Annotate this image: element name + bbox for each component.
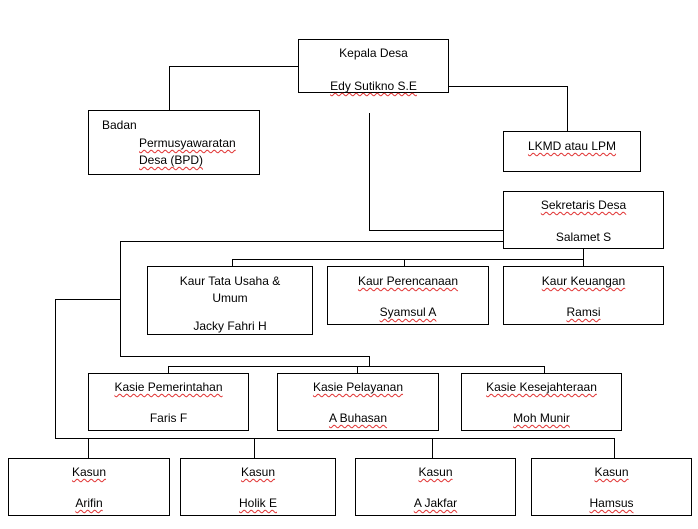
kaur-tata-usaha-title2: Umum (212, 291, 248, 305)
sekretaris-desa-title: Sekretaris Desa (540, 198, 627, 212)
connector-kasun-trunk (55, 299, 615, 458)
kasun-hamsus-name: Hamsus (589, 496, 634, 510)
connector-kaur-bus (232, 259, 584, 266)
sekretaris-desa-name: Salamet S (555, 230, 612, 244)
kasie-pemerintahan-title: Kasie Pemerintahan (114, 380, 223, 394)
kasie-kesejahteraan-name: Moh Munir (513, 411, 570, 425)
kasun-holik-title: Kasun (240, 465, 276, 479)
bpd-box: Badan Permusyawaratan Desa (BPD) (88, 110, 260, 175)
kasie-kesejahteraan-title: Kasie Kesejahteraan (486, 380, 597, 394)
kaur-keuangan-title: Kaur Keuangan (541, 274, 626, 288)
connector-kasie-bus (168, 366, 545, 373)
kasun-hamsus-title: Kasun (594, 465, 629, 479)
connector-kepala-sekretaris (369, 113, 503, 231)
kaur-tata-usaha-title: Kaur Tata Usaha & (179, 274, 281, 288)
bpd-line2: Permusyawaratan (139, 136, 236, 150)
kaur-perencanaan-box: Kaur Perencanaan Syamsul A (327, 266, 489, 325)
kepala-desa-title: Kepala Desa (339, 46, 408, 60)
kaur-tata-usaha-box: Kaur Tata Usaha & Umum Jacky Fahri H (147, 266, 313, 335)
lkmd-box: LKMD atau LPM (503, 131, 641, 172)
connector-main-trunk (120, 241, 503, 366)
lkmd-label: LKMD atau LPM (527, 139, 617, 153)
kasun-jakfar-title: Kasun (418, 465, 453, 479)
kasun-holik-name: Holik E (238, 496, 277, 510)
kasun-jakfar-box: Kasun A Jakfar (355, 458, 516, 516)
kasun-arifin-name: Arifin (75, 496, 103, 510)
connector-kepala-bpd (169, 66, 299, 110)
connector-kepala-lkmd (449, 86, 568, 131)
kasun-hamsus-box: Kasun Hamsus (531, 458, 692, 516)
sekretaris-desa-box: Sekretaris Desa Salamet S (503, 191, 664, 249)
kasun-arifin-title: Kasun (71, 465, 107, 479)
kasun-jakfar-name: A Jakfar (413, 496, 458, 510)
kepala-desa-name: Edy Sutikno S.E (330, 79, 417, 93)
kasie-pelayanan-name: A Buhasan (328, 411, 388, 425)
kaur-keuangan-box: Kaur Keuangan Ramsi (503, 266, 664, 325)
kasun-holik-box: Kasun Holik E (180, 458, 336, 516)
kasie-pemerintahan-name: Faris F (149, 411, 188, 425)
bpd-line1: Badan (102, 118, 137, 132)
kaur-keuangan-name: Ramsi (566, 305, 601, 319)
kasie-pelayanan-box: Kasie Pelayanan A Buhasan (277, 373, 439, 431)
kasie-pelayanan-title: Kasie Pelayanan (312, 380, 404, 394)
kaur-perencanaan-title: Kaur Perencanaan (357, 274, 459, 288)
kasun-arifin-box: Kasun Arifin (8, 458, 170, 516)
kaur-tata-usaha-name: Jacky Fahri H (193, 319, 267, 333)
kasie-kesejahteraan-box: Kasie Kesejahteraan Moh Munir (461, 373, 622, 431)
kepala-desa-box: Kepala Desa Edy Sutikno S.E (298, 39, 449, 93)
bpd-line3: Desa (BPD) (139, 153, 204, 167)
kasie-pemerintahan-box: Kasie Pemerintahan Faris F (88, 373, 249, 431)
kaur-perencanaan-name: Syamsul A (379, 305, 437, 319)
